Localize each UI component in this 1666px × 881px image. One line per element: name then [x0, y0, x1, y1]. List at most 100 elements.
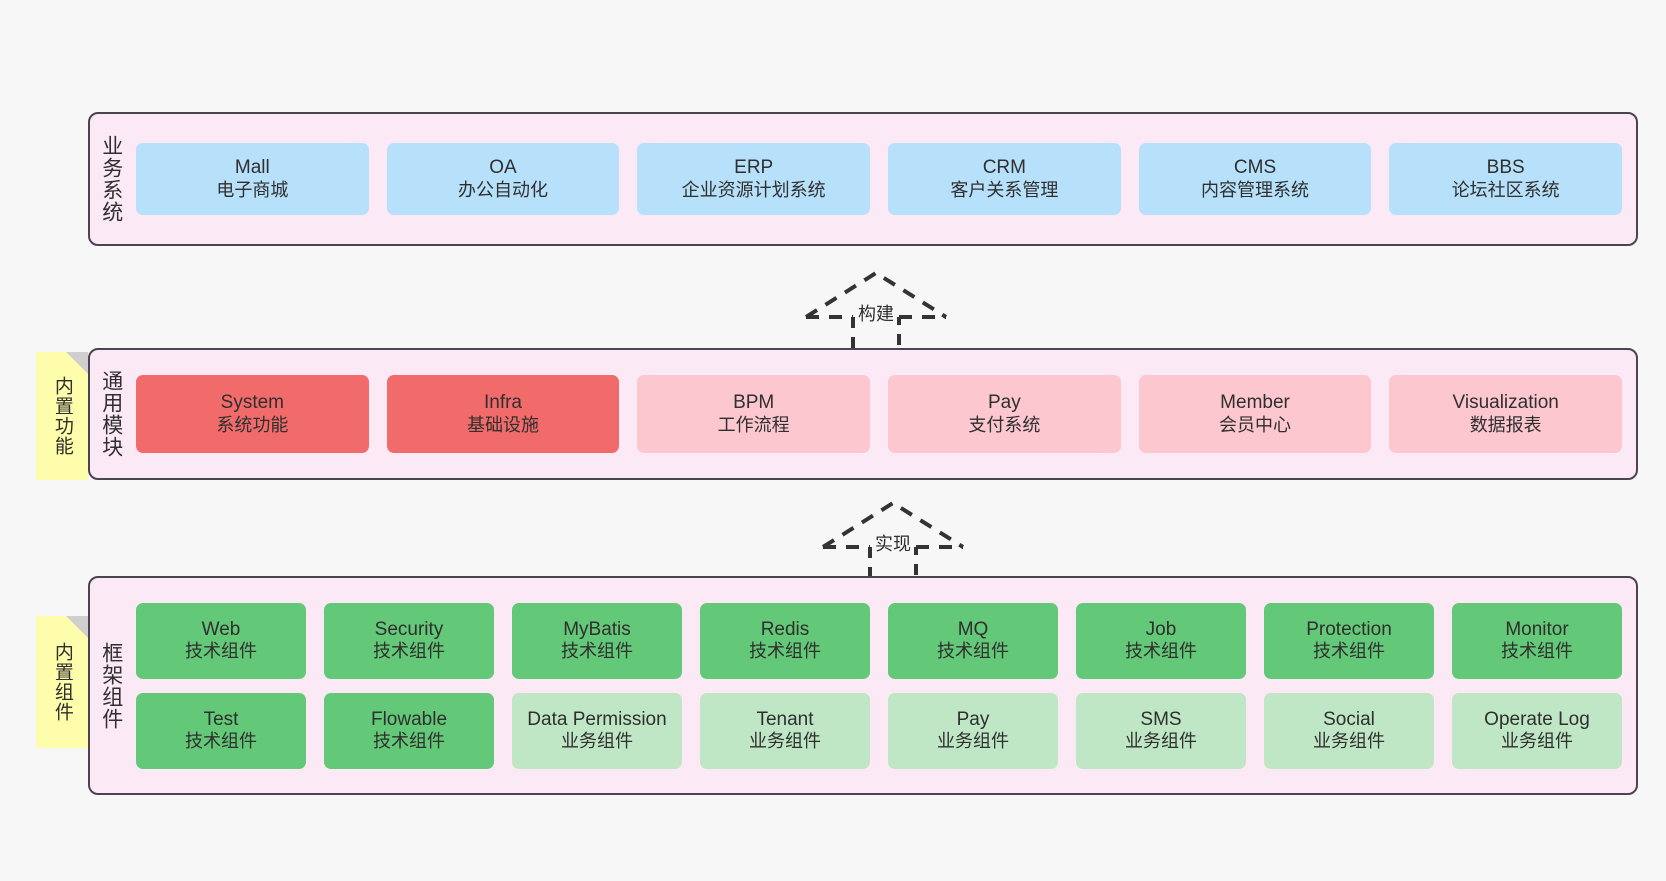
node-protection[interactable]: Protection 技术组件 — [1264, 602, 1434, 679]
node-cms[interactable]: CMS 内容管理系统 — [1138, 143, 1372, 215]
node-title: MyBatis — [563, 618, 631, 640]
node-title: BPM — [733, 392, 775, 414]
node-subtitle: 技术组件 — [1313, 641, 1385, 662]
node-subtitle: 业务组件 — [937, 731, 1009, 752]
node-flowable[interactable]: Flowable 技术组件 — [324, 692, 494, 769]
node-subtitle: 基础设施 — [467, 414, 539, 435]
node-monitor[interactable]: Monitor 技术组件 — [1452, 602, 1622, 679]
node-mq[interactable]: MQ 技术组件 — [888, 602, 1058, 679]
node-subtitle: 业务组件 — [749, 731, 821, 752]
note-label: 内置组件 — [51, 642, 73, 722]
connector-implement-label: 实现 — [874, 530, 912, 556]
node-subtitle: 技术组件 — [373, 731, 445, 752]
node-bpm[interactable]: BPM 工作流程 — [637, 375, 871, 453]
node-subtitle: 工作流程 — [717, 414, 790, 435]
node-pay-module[interactable]: Pay 支付系统 — [888, 375, 1121, 453]
node-title: Monitor — [1505, 618, 1569, 640]
node-subtitle: 系统功能 — [216, 414, 289, 435]
node-title: SMS — [1140, 708, 1182, 730]
cell-row: Web 技术组件 Security 技术组件 MyBatis 技术组件 Redi… — [136, 602, 1622, 679]
node-oa[interactable]: OA 办公自动化 — [386, 143, 620, 215]
node-subtitle: 技术组件 — [185, 731, 257, 752]
node-subtitle: 技术组件 — [1501, 641, 1573, 662]
cell-row: Mall 电子商城 OA 办公自动化 ERP 企业资源计划系统 CRM 客户关系… — [136, 143, 1623, 215]
node-crm[interactable]: CRM 客户关系管理 — [888, 143, 1121, 215]
node-subtitle: 业务组件 — [1125, 731, 1197, 752]
sticky-note-builtin-features: 内置功能 — [36, 352, 88, 480]
node-bbs[interactable]: BBS 论坛社区系统 — [1389, 143, 1623, 215]
node-title: Pay — [987, 392, 1021, 414]
node-title: CMS — [1233, 157, 1277, 179]
node-mybatis[interactable]: MyBatis 技术组件 — [512, 602, 682, 679]
node-title: OA — [489, 157, 517, 179]
node-title: Test — [203, 708, 239, 730]
node-title: BBS — [1486, 157, 1525, 179]
layer-framework-components: 框架组件 Web 技术组件 Security 技术组件 MyBatis 技术组件… — [88, 576, 1638, 795]
node-title: Visualization — [1452, 392, 1559, 414]
layer-body-frame: Web 技术组件 Security 技术组件 MyBatis 技术组件 Redi… — [132, 578, 1636, 793]
node-title: Redis — [760, 618, 810, 640]
node-subtitle: 技术组件 — [561, 641, 633, 662]
layer-common-modules: 通用模块 System 系统功能 Infra 基础设施 BPM 工作流程 Pay… — [88, 348, 1638, 480]
node-data-permission[interactable]: Data Permission 业务组件 — [512, 692, 682, 769]
layer-title-frame: 框架组件 — [99, 641, 123, 730]
layer-body-modules: System 系统功能 Infra 基础设施 BPM 工作流程 Pay 支付系统… — [132, 350, 1636, 478]
node-sms[interactable]: SMS 业务组件 — [1076, 692, 1246, 769]
node-pay-component[interactable]: Pay 业务组件 — [888, 692, 1058, 769]
node-subtitle: 技术组件 — [749, 641, 821, 662]
node-subtitle: 技术组件 — [937, 641, 1009, 662]
node-title: MQ — [957, 618, 989, 640]
note-label: 内置功能 — [51, 376, 73, 456]
node-subtitle: 支付系统 — [968, 414, 1041, 435]
node-title: Infra — [483, 392, 523, 414]
note-fold-corner-icon — [66, 352, 88, 374]
node-subtitle: 办公自动化 — [458, 179, 548, 200]
node-erp[interactable]: ERP 企业资源计划系统 — [637, 143, 871, 215]
cell-row: Test 技术组件 Flowable 技术组件 Data Permission … — [136, 692, 1622, 769]
node-subtitle: 电子商城 — [216, 179, 289, 200]
node-visualization[interactable]: Visualization 数据报表 — [1389, 375, 1623, 453]
layer-title-business: 业务系统 — [99, 135, 123, 223]
connector-implement-arrow-icon: 实现 — [818, 490, 968, 590]
node-title: Social — [1323, 708, 1375, 730]
node-operate-log[interactable]: Operate Log 业务组件 — [1452, 692, 1622, 769]
layer-body-business: Mall 电子商城 OA 办公自动化 ERP 企业资源计划系统 CRM 客户关系… — [132, 114, 1636, 244]
node-subtitle: 技术组件 — [1125, 641, 1197, 662]
node-subtitle: 技术组件 — [373, 641, 445, 662]
node-tenant[interactable]: Tenant 业务组件 — [700, 692, 870, 769]
node-system[interactable]: System 系统功能 — [136, 375, 369, 453]
node-subtitle: 技术组件 — [185, 641, 257, 662]
node-subtitle: 会员中心 — [1219, 414, 1292, 435]
node-web[interactable]: Web 技术组件 — [136, 602, 306, 679]
node-member[interactable]: Member 会员中心 — [1138, 375, 1372, 453]
layer-business-systems: 业务系统 Mall 电子商城 OA 办公自动化 ERP 企业资源计划系统 CRM… — [88, 112, 1638, 246]
node-subtitle: 企业资源计划系统 — [681, 179, 826, 200]
node-title: Flowable — [370, 708, 448, 730]
note-fold-corner-icon — [66, 616, 88, 638]
node-subtitle: 内容管理系统 — [1201, 179, 1310, 200]
node-mall[interactable]: Mall 电子商城 — [136, 143, 369, 215]
node-subtitle: 数据报表 — [1469, 414, 1542, 435]
node-title: Data Permission — [527, 708, 667, 730]
node-test[interactable]: Test 技术组件 — [136, 692, 306, 769]
node-title: Tenant — [756, 708, 814, 730]
node-title: Protection — [1306, 618, 1392, 640]
node-title: Pay — [956, 708, 990, 730]
node-title: Member — [1220, 392, 1290, 414]
node-redis[interactable]: Redis 技术组件 — [700, 602, 870, 679]
node-title: Operate Log — [1484, 708, 1590, 730]
connector-build-arrow-icon: 构建 — [801, 260, 951, 360]
node-subtitle: 业务组件 — [561, 731, 633, 752]
node-subtitle: 客户关系管理 — [950, 179, 1059, 200]
node-title: Security — [374, 618, 444, 640]
node-job[interactable]: Job 技术组件 — [1076, 602, 1246, 679]
node-infra[interactable]: Infra 基础设施 — [386, 375, 620, 453]
node-subtitle: 论坛社区系统 — [1451, 179, 1560, 200]
sticky-note-builtin-components: 内置组件 — [36, 616, 88, 748]
node-subtitle: 业务组件 — [1501, 731, 1573, 752]
node-title: System — [220, 392, 285, 414]
node-social[interactable]: Social 业务组件 — [1264, 692, 1434, 769]
node-security[interactable]: Security 技术组件 — [324, 602, 494, 679]
node-title: Mall — [234, 157, 270, 179]
